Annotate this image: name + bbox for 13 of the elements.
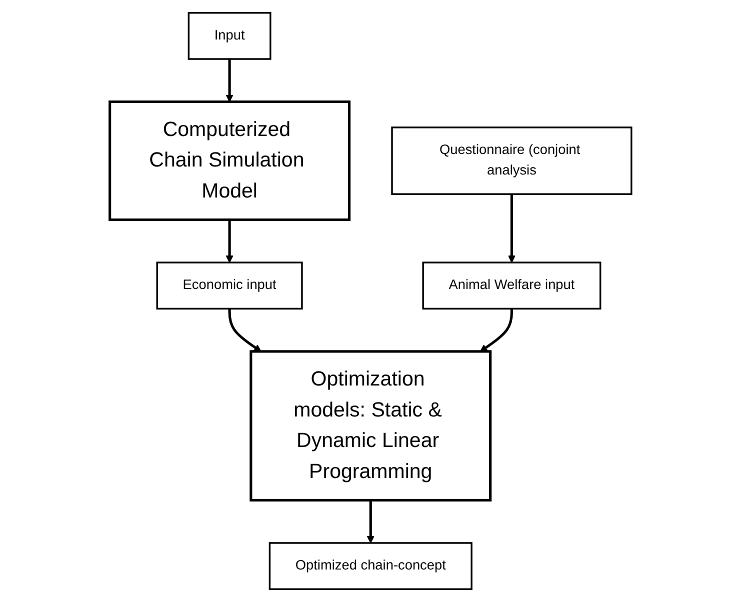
- node-box: Computerized Chain Simulation Model: [108, 100, 351, 222]
- node-box: Animal Welfare input: [422, 262, 602, 310]
- arrow: [508, 194, 516, 263]
- node-box: Economic input: [156, 262, 304, 310]
- arrow: [480, 308, 514, 352]
- node-box: Optimized chain-concept: [269, 542, 473, 590]
- arrow: [367, 500, 375, 544]
- node-box: Input: [188, 12, 272, 60]
- arrow: [226, 220, 234, 263]
- node-box: Questionnaire (conjoint analysis: [392, 126, 633, 195]
- arrow: [226, 59, 234, 102]
- node-box: Optimization models: Static & Dynamic Linear Programming: [250, 350, 492, 502]
- arrow: [228, 308, 262, 352]
